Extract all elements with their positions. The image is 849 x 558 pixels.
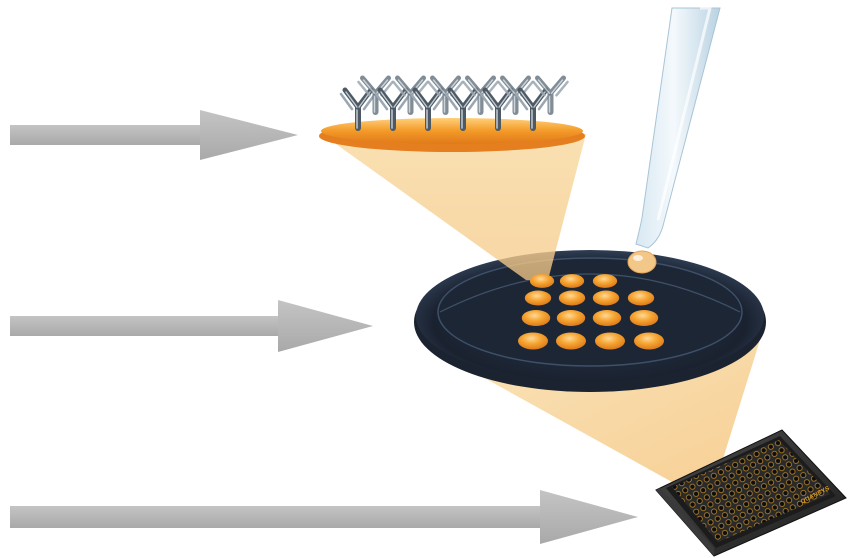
spot	[592, 274, 618, 288]
spot	[627, 290, 655, 306]
spot	[629, 309, 659, 327]
spot	[524, 290, 552, 306]
spot	[518, 332, 548, 350]
spot	[559, 274, 585, 288]
antibody	[532, 75, 569, 115]
antibody-array	[339, 75, 569, 131]
spot	[556, 309, 586, 327]
spot	[634, 332, 664, 350]
pipette	[627, 6, 721, 274]
droplet	[627, 250, 657, 274]
spot-array	[518, 274, 664, 350]
spot	[592, 309, 622, 327]
spot	[558, 290, 586, 306]
arrow-level-1	[10, 110, 298, 160]
spot	[529, 274, 555, 288]
arrow-level-2	[10, 300, 373, 352]
spot	[592, 290, 620, 306]
antibody	[514, 87, 552, 131]
arrow-level-3	[10, 490, 638, 544]
arrow-shaft	[10, 506, 555, 528]
well-disc	[414, 250, 766, 392]
microplate	[655, 429, 847, 557]
arrow-shaft	[10, 125, 210, 145]
spot	[521, 309, 551, 327]
spot	[556, 332, 586, 350]
arrow-head	[278, 300, 373, 352]
zoom-cone-upper	[322, 134, 586, 280]
antibody-disc	[319, 118, 585, 152]
arrow-head	[540, 490, 638, 544]
spot	[595, 332, 625, 350]
arrow-head	[200, 110, 298, 160]
arrow-shaft	[10, 316, 290, 336]
